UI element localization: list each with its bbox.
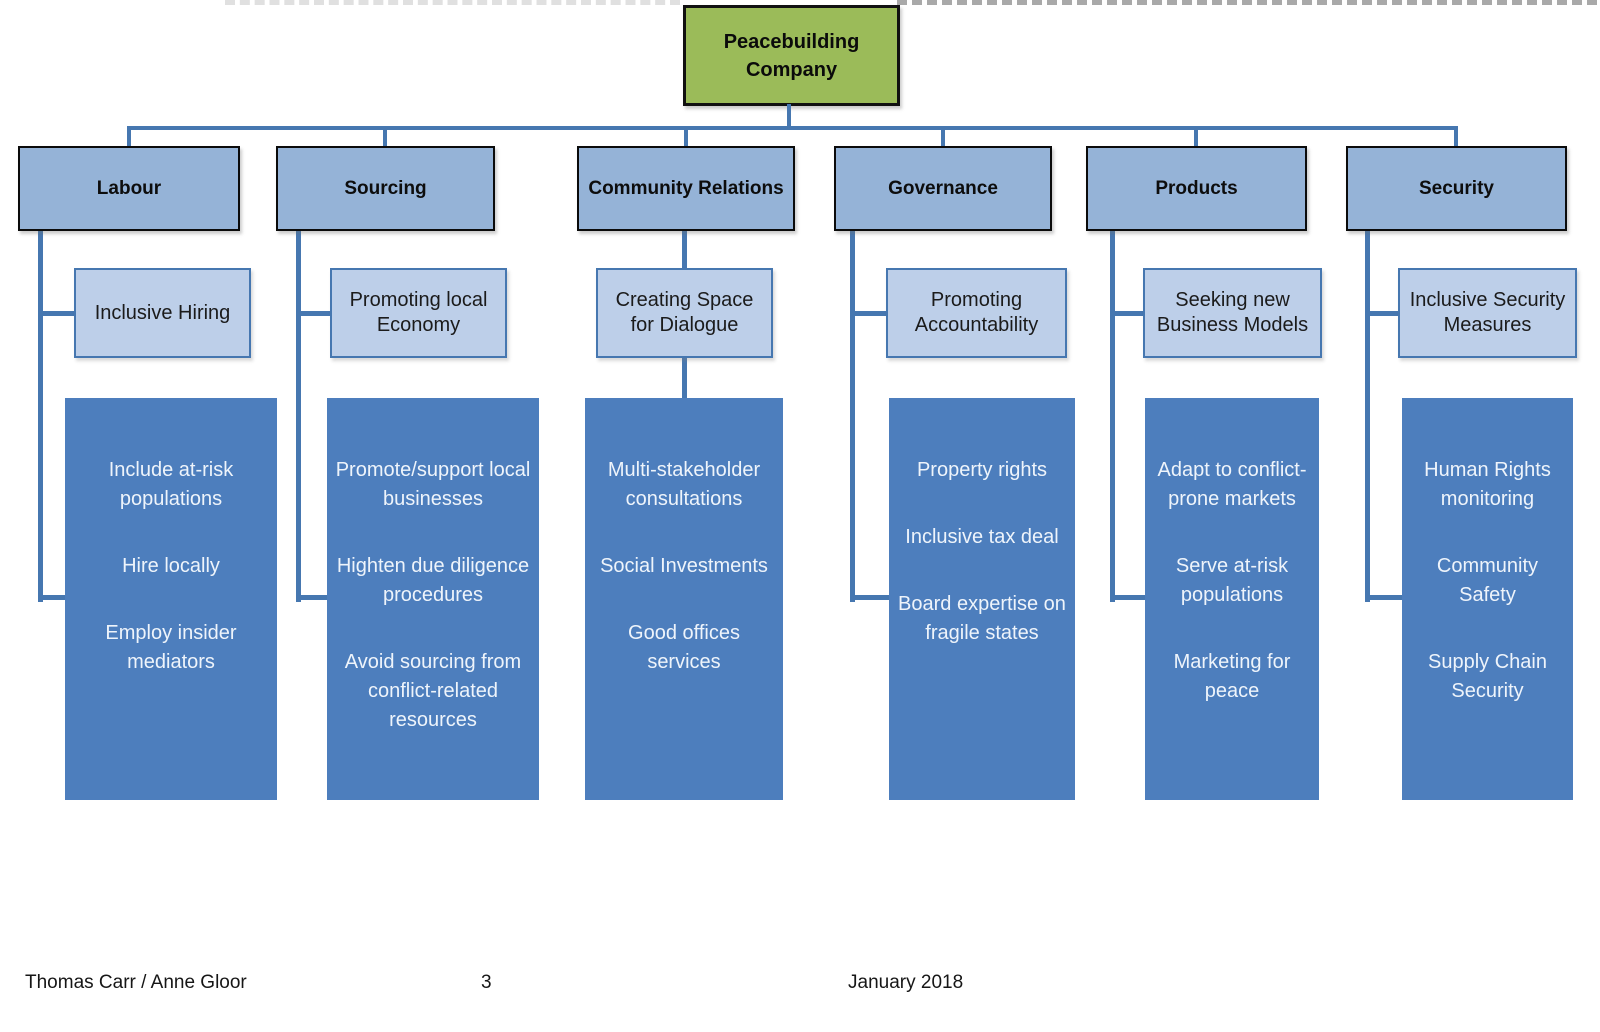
root-node-label: Peacebuilding Company [723,30,860,81]
elbow-stub-governance-detail [852,595,891,600]
detail-item: Board expertise on fragile states [898,593,1066,644]
detail-item: Social Investments [600,555,768,577]
sub-box-label: Promoting Accountability [914,289,1039,336]
branch-header-labour: Labour [18,146,240,231]
sub-box-label: Seeking new Business Models [1156,289,1309,336]
connector-horizontal-rail [127,126,1458,130]
top-dashed-line-right [897,0,1597,5]
elbow-stub-labour-detail [40,595,67,600]
branch-header-products: Products [1086,146,1307,231]
detail-box-community-relations: Multi-stakeholder consultations Social I… [585,398,783,800]
sub-box-inclusive-security-measures: Inclusive Security Measures [1398,268,1577,358]
elbow-vertical-security [1365,229,1370,602]
detail-box-labour: Include at-risk populations Hire locally… [65,398,277,800]
branch-header-governance-label: Governance [888,177,998,199]
detail-box-security: Human Rights monitoring Community Safety… [1402,398,1573,800]
elbow-stub-security-detail [1367,595,1404,600]
sub-box-label: Promoting local Economy [349,289,488,336]
detail-item: Community Safety [1436,555,1539,606]
detail-box-sourcing: Promote/support local businesses Highten… [327,398,539,800]
detail-item: Supply Chain Security [1428,651,1547,702]
footer-page-number: 3 [481,972,492,993]
sub-box-creating-space-for-dialogue: Creating Space for Dialogue [596,268,773,358]
elbow-stub-sourcing-detail [298,595,329,600]
branch-header-products-label: Products [1155,177,1238,199]
detail-item: Property rights [916,459,1048,481]
branch-header-security: Security [1346,146,1567,231]
sub-box-label: Inclusive Hiring [94,301,231,324]
footer-authors: Thomas Carr / Anne Gloor [25,972,247,993]
detail-item: Employ insider mediators [105,622,237,673]
elbow-vertical-labour [38,229,43,602]
detail-item: Inclusive tax deal [905,526,1059,548]
sub-box-promoting-local-economy: Promoting local Economy [330,268,507,358]
branch-header-community-relations-label: Community Relations [588,177,784,199]
sub-box-inclusive-hiring: Inclusive Hiring [74,268,251,358]
elbow-vertical-products [1110,229,1115,602]
elbow-vertical-sourcing [296,229,301,602]
branch-header-sourcing: Sourcing [276,146,495,231]
sub-box-seeking-new-business-models: Seeking new Business Models [1143,268,1322,358]
branch-header-sourcing-label: Sourcing [344,177,427,199]
detail-item: Good offices services [628,622,740,673]
detail-item: Highten due diligence procedures [336,555,530,606]
elbow-stub-governance-sub [852,311,888,316]
top-dashed-line-left [225,0,680,5]
detail-item: Multi-stakeholder consultations [607,459,761,510]
detail-item: Promote/support local businesses [335,459,531,510]
connector-drop-security [1454,126,1458,148]
detail-item: Avoid sourcing from conflict-related res… [344,651,522,731]
detail-item: Adapt to conflict-prone markets [1157,459,1307,510]
connector-drop-labour [127,126,131,148]
connector-drop-sourcing [383,126,387,148]
branch-header-governance: Governance [834,146,1052,231]
sub-box-promoting-accountability: Promoting Accountability [886,268,1067,358]
detail-item: Marketing for peace [1173,651,1291,702]
sub-box-label: Inclusive Security Measures [1409,289,1566,336]
root-node-peacebuilding-company: Peacebuilding Company [683,5,900,106]
elbow-stub-sourcing-sub [298,311,332,316]
detail-box-governance: Property rights Inclusive tax deal Board… [889,398,1075,800]
detail-item: Hire locally [122,555,220,577]
branch-header-community-relations: Community Relations [577,146,795,231]
elbow-stub-security-sub [1367,311,1400,316]
branch-header-labour-label: Labour [96,177,162,199]
connector-drop-governance [941,126,945,148]
branch-header-security-label: Security [1419,177,1494,199]
connector-community-relations-sub [682,229,687,268]
elbow-stub-products-detail [1112,595,1147,600]
elbow-stub-labour-sub [40,311,76,316]
detail-item: Serve at-risk populations [1175,555,1289,606]
connector-drop-products [1194,126,1198,148]
connector-root-stub [787,104,791,126]
detail-item: Include at-risk populations [108,459,234,510]
detail-box-products: Adapt to conflict-prone markets Serve at… [1145,398,1319,800]
connector-community-relations-detail [682,356,687,398]
connector-drop-community-relations [684,126,688,148]
elbow-vertical-governance [850,229,855,602]
detail-item: Human Rights monitoring [1424,459,1551,510]
footer-date: January 2018 [848,972,964,993]
sub-box-label: Creating Space for Dialogue [615,289,754,336]
elbow-stub-products-sub [1112,311,1145,316]
